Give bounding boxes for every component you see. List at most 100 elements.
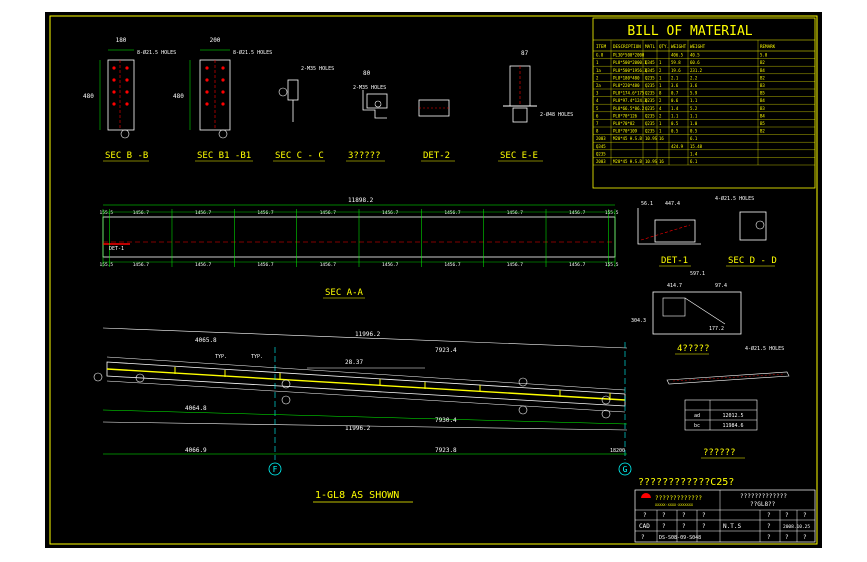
bom-cell: 8 — [596, 129, 599, 134]
mark-2-bubble — [120, 129, 130, 139]
sec-aa-dim-bottom: 1456.7 — [382, 262, 399, 268]
bom-header-cell: WEIGHT — [690, 44, 706, 49]
bom-cell: Q345 — [645, 68, 655, 73]
detail-4-height: 304.3 — [631, 318, 646, 324]
bom-cell: 7 — [596, 121, 599, 126]
bom-cell: 3.6 — [690, 83, 698, 88]
sec-b1-label: SEC B1 -B1 — [197, 151, 251, 161]
sec-aa-dim-top: 155.5 — [100, 210, 114, 216]
bom-cell: PL8*97.4*124.3 — [613, 98, 647, 103]
bom-cell: 16 — [659, 136, 664, 141]
title-block-cell: ? — [767, 512, 771, 519]
bom-cell: PL8*70*126 — [613, 113, 638, 118]
det-1-label: DET-1 — [661, 256, 688, 266]
bom-header-cell: WEIGHT — [671, 44, 687, 49]
bom-cell: B3 — [760, 106, 765, 111]
bom-cell: 2.1 — [671, 75, 679, 80]
bom-cell: B4 — [760, 68, 765, 73]
elev-bot-total: 11996.2 — [345, 425, 371, 432]
elev-end-dim: 18200 — [610, 448, 625, 454]
bom-cell: 0.7 — [671, 91, 679, 96]
bom-cell: Q235 — [645, 113, 655, 118]
bom-header-cell: DESCRIPTION — [613, 44, 641, 49]
title-block-unknown-fields: ??????????????? — [641, 512, 807, 541]
bom-cell: 0.5 — [671, 129, 679, 134]
bom-cell: 2003 — [596, 136, 606, 141]
sec-aa-dim-top: 1456.7 — [382, 210, 399, 216]
title-block-cell: ? — [702, 512, 706, 519]
bom-cell: 2003 — [596, 159, 606, 164]
sec-b-label: SEC B -B — [105, 151, 148, 161]
bom-cell: PL8*70*109 — [613, 129, 638, 134]
company-logo-icon — [641, 493, 651, 498]
bom-cell: 1 — [659, 129, 662, 134]
det-1-dim-b: 447.4 — [665, 201, 680, 207]
bom-cell: Q235 — [645, 121, 655, 126]
bom-cell: 8 — [659, 91, 662, 96]
bom-cell: 406.5 — [671, 53, 684, 58]
sec-b1-b1-view: 200 8-Ø21.5 HOLES 480 SEC B1 -B1 — [173, 37, 272, 162]
elev-bot-right: 7930.4 — [435, 417, 457, 424]
det-2-view: DET-2 — [418, 99, 455, 162]
bom-cell: 1a — [596, 68, 601, 73]
bom-cell: Q235 — [645, 75, 655, 80]
sec-aa-dim-bottom: 1456.7 — [444, 262, 461, 268]
bom-header-cell: ITEM — [596, 44, 607, 49]
sec-aa-dim-top: 1456.7 — [320, 210, 337, 216]
sec-aa-dim-bottom: 1456.7 — [320, 262, 337, 268]
bom-cell: PL30*500*2000 — [613, 53, 645, 58]
sec-d-holes-note: 4-Ø21.5 HOLES — [715, 195, 754, 202]
detail-4-label: 4????? — [677, 344, 710, 354]
sec-d-label: SEC D - D — [728, 256, 777, 266]
sec-aa-dim-bottom: 155.5 — [605, 262, 619, 268]
bom-cell: B2 — [760, 75, 765, 80]
bom-cell: 5.9 — [690, 91, 698, 96]
grid-bubble-g — [618, 462, 632, 476]
detail-4-width-b: 414.7 — [667, 283, 682, 289]
bom-header-cell: QTY. — [659, 44, 669, 49]
bom-cell: 1 — [659, 75, 662, 80]
detail-3-holes-note: 2-M35 HOLES — [353, 85, 386, 91]
bom-cell: 1 — [659, 83, 662, 88]
scale-label: N.T.S — [723, 523, 741, 530]
bom-cell: 4 — [596, 98, 599, 103]
bom-cell: 3.6 — [671, 83, 679, 88]
bom-cell: 1.4 — [690, 151, 698, 156]
title-block-cell: ? — [785, 512, 789, 519]
sheet-background — [45, 12, 822, 548]
length-table: ad 12012.5 bc 11984.6 ?????? — [684, 399, 758, 459]
bom-cell: B4 — [760, 113, 765, 118]
grid-label-f: F — [273, 465, 278, 474]
drawing-code: DS-S08-09-S048 — [659, 535, 701, 541]
bom-frame — [592, 17, 816, 189]
elev-typ-2: TYP. — [251, 354, 263, 360]
sec-aa-total: 11898.2 — [348, 197, 374, 204]
bom-cell: Q235 — [596, 151, 606, 156]
title-block-cell: ? — [662, 512, 666, 519]
sec-e-label: SEC E-E — [500, 151, 538, 161]
title-block-cell: ? — [803, 534, 807, 541]
sec-b1-height: 480 — [173, 93, 184, 100]
sec-aa-dim-bottom: 155.5 — [100, 262, 114, 268]
elev-bot-left: 4064.8 — [185, 405, 207, 412]
title-block-cell: ? — [803, 512, 807, 519]
bom-cell: B2 — [760, 129, 765, 134]
bom-cell: 231.2 — [690, 68, 703, 73]
elev-top-right: 7923.4 — [435, 347, 457, 354]
title-block-cell: ? — [641, 534, 645, 541]
sec-aa-dim-top: 1456.7 — [444, 210, 461, 216]
company-subtitle: XXXXX·XXXX·XXXXXXX — [655, 503, 694, 507]
bom-cell: 424.9 — [671, 144, 684, 149]
detail-4-view: 597.1 414.7 97.4 304.3 177.2 4-Ø21.5 HOL… — [631, 271, 784, 355]
detail-3-width: 80 — [363, 70, 371, 77]
sec-e-width: 87 — [521, 50, 529, 57]
bom-cell: 3 — [596, 91, 599, 96]
sec-aa-dim-top: 1456.7 — [507, 210, 524, 216]
elev-typ-1: TYP. — [215, 354, 227, 360]
bom-cell: 2 — [659, 98, 662, 103]
detail-4-width: 597.1 — [690, 271, 705, 277]
